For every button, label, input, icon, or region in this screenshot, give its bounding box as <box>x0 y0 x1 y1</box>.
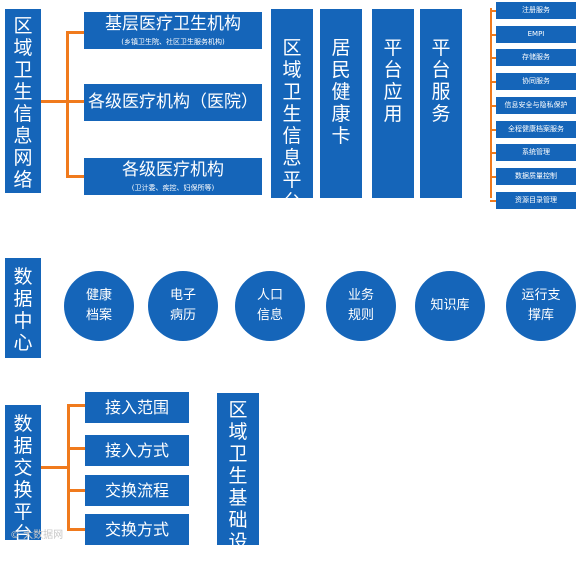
dc-circle-line: 病历 <box>169 308 196 323</box>
service-item: 数据质量控制 <box>496 167 576 185</box>
services-spine <box>490 8 492 198</box>
service-item: 注册服务 <box>496 2 576 19</box>
column-health-card: 居民健康卡 <box>320 9 362 198</box>
dc-circle-line: 规则 <box>347 308 374 323</box>
services-arm <box>490 57 496 60</box>
network-box-label: 基层医疗卫生机构 <box>105 14 241 34</box>
network-title: 区域卫生信息网络 <box>5 9 41 193</box>
services-arm <box>490 128 496 131</box>
service-item: 资源目录管理 <box>496 191 576 209</box>
exchange-item-method: 接入方式 <box>85 435 189 466</box>
network-box-sub: (卫计委、疾控、妇保所等) <box>131 184 215 192</box>
services-arm <box>490 81 496 84</box>
data-center-title: 数据中心 <box>5 258 41 358</box>
bracket-stem <box>41 100 66 103</box>
service-item: 协同服务 <box>496 73 576 91</box>
column-regional-platform: 区域卫生信息平台 <box>271 9 313 213</box>
services-arm <box>490 152 496 155</box>
dc-circle-ops-support: 运行支 撑库 <box>506 271 576 341</box>
dc-circle-line: 知识库 <box>430 298 470 313</box>
dc-circle-line: 电子 <box>169 288 196 303</box>
service-item: 信息安全与隐私保护 <box>496 96 576 114</box>
service-item: 存储服务 <box>496 49 576 67</box>
dc-circle-line: 撑库 <box>527 308 554 323</box>
services-arm <box>490 10 496 12</box>
column-platform-services: 平台服务 <box>420 9 462 198</box>
dc-circle-line: 人口 <box>256 288 283 303</box>
services-arm <box>490 175 496 178</box>
dc-circle-line: 运行支 <box>521 288 561 303</box>
bracket-spine <box>66 31 69 177</box>
exchange-item-scope: 接入范围 <box>85 392 189 423</box>
bracket-arm-2 <box>66 100 84 103</box>
exchange-arm-3 <box>67 489 85 492</box>
network-box-primary-care: 基层医疗卫生机构 (乡镇卫生院、社区卫生服务机构) <box>84 12 262 49</box>
network-box-label: 各级医疗机构（医院） <box>88 92 258 112</box>
bracket-arm-3 <box>66 175 84 178</box>
column-platform-apps: 平台应用 <box>372 9 414 198</box>
exchange-title: 数据交换平台 <box>5 405 41 545</box>
exchange-item-mode: 交换方式 <box>85 514 189 545</box>
dc-circle-line: 健康 <box>85 288 112 303</box>
dc-circle-knowledge-base: 知识库 <box>415 271 485 341</box>
network-box-hospitals: 各级医疗机构（医院） <box>84 84 262 121</box>
services-arm <box>490 199 496 202</box>
dc-circle-emr: 电子 病历 <box>148 271 218 341</box>
exchange-stem <box>41 466 67 469</box>
network-box-label: 各级医疗机构 <box>122 160 224 180</box>
network-box-agencies: 各级医疗机构 (卫计委、疾控、妇保所等) <box>84 158 262 195</box>
infrastructure-column: 区域卫生基础设施 <box>217 393 259 575</box>
service-item: 全程健康档案服务 <box>496 120 576 138</box>
exchange-arm-1 <box>67 404 85 407</box>
dc-circle-line: 档案 <box>85 308 112 323</box>
service-item: EMPI <box>496 25 576 43</box>
services-arm <box>490 33 496 36</box>
network-box-sub: (乡镇卫生院、社区卫生服务机构) <box>121 38 225 46</box>
dc-circle-line: 信息 <box>256 308 283 323</box>
watermark: © 大数据网 <box>10 530 64 541</box>
service-item: 系统管理 <box>496 144 576 162</box>
dc-circle-line: 业务 <box>347 288 374 303</box>
exchange-arm-4 <box>67 528 85 531</box>
exchange-spine <box>67 404 70 531</box>
dc-circle-health-records: 健康 档案 <box>64 271 134 341</box>
exchange-arm-2 <box>67 447 85 450</box>
services-arm <box>490 104 496 107</box>
dc-circle-population: 人口 信息 <box>235 271 305 341</box>
dc-circle-business-rules: 业务 规则 <box>326 271 396 341</box>
exchange-item-flow: 交换流程 <box>85 475 189 506</box>
bracket-arm-1 <box>66 31 84 34</box>
